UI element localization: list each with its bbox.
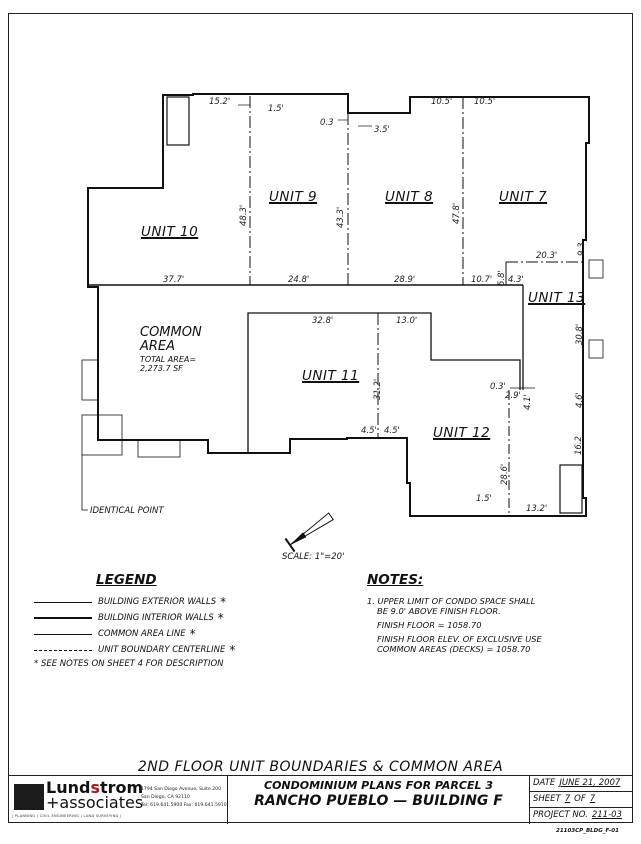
unit-12-label: UNIT 12 (433, 425, 491, 441)
dim-label-vertical: 43.3' (336, 206, 346, 228)
dim-label-vertical: 30.8' (575, 323, 585, 345)
legend-item-interior-walls: BUILDING INTERIOR WALLS* (34, 611, 224, 625)
deck-right-2 (588, 339, 604, 359)
dim-label: 0.3 (320, 118, 334, 128)
identical-point-label: IDENTICAL POINT (90, 506, 164, 516)
dim-label: 24.8' (288, 275, 310, 285)
unit-13-label: UNIT 13 (528, 290, 586, 306)
legend-title: LEGEND (96, 572, 157, 588)
drawing-sheet-border (8, 13, 633, 823)
dim-label: 10.5' (431, 97, 453, 107)
file-code: 21103CP_BLDG_F-01 (556, 828, 619, 834)
exterior-wall-upper (87, 93, 590, 517)
deck-left-1 (81, 359, 99, 401)
common-area-total: TOTAL AREA= 2,273.7 SF (140, 355, 197, 373)
dim-label: 0.3' (490, 382, 506, 392)
page-title: 2ND FLOOR UNIT BOUNDARIES & COMMON AREA (137, 759, 504, 775)
dim-label: 4.3' (508, 275, 524, 285)
dim-label: 3.5' (374, 125, 390, 135)
dim-label: 2.9' (505, 391, 521, 401)
firm-logo-block: Lundstrom +associates | PLANNING | CIVIL… (8, 776, 228, 824)
unit-7-label: UNIT 7 (499, 189, 548, 205)
dim-label: 10.5' (474, 97, 496, 107)
unit-8-label: UNIT 8 (385, 189, 434, 205)
dim-label: 28.9' (394, 275, 416, 285)
scale-label: SCALE: 1"=20' (282, 552, 345, 562)
firm-tagline: | PLANNING | CIVIL ENGINEERING | LAND SU… (12, 814, 122, 818)
north-arrow-icon (284, 512, 334, 553)
legend-item-exterior-walls: BUILDING EXTERIOR WALLS* (34, 595, 226, 609)
identical-point-leader (81, 455, 88, 511)
dim-label: 1.5' (268, 104, 284, 114)
legend-item-unit-boundary: UNIT BOUNDARY CENTERLINE* (34, 643, 235, 657)
dim-label-vertical: 48.3' (239, 204, 249, 226)
stair-lower-right (559, 464, 583, 514)
legend-footnote: * SEE NOTES ON SHEET 4 FOR DESCRIPTION (34, 659, 224, 669)
dim-label-vertical: 4.1' (523, 394, 533, 410)
dim-label-vertical: 31.2' (373, 378, 383, 400)
dim-label: 10.7' (471, 275, 493, 285)
title-block: Lundstrom +associates | PLANNING | CIVIL… (8, 775, 633, 824)
stair-upper-left (166, 96, 190, 146)
common-area-title: COMMON AREA (140, 325, 202, 354)
dashdot-line-swatch (34, 649, 92, 651)
dim-label: 13.2' (526, 504, 548, 514)
legend-item-common-area-line: COMMON AREA LINE* (34, 627, 196, 641)
thin-line-swatch (34, 601, 92, 603)
dim-label: 4.5' (361, 426, 377, 436)
dim-label-vertical: 4.6' (575, 392, 585, 408)
project-no-row: PROJECT NO.211-03 (533, 810, 622, 820)
firm-address: 1794 San Diego Avenue, Suite 200 San Die… (141, 787, 227, 808)
dim-label: 20.3' (536, 251, 558, 261)
deck-right-1 (588, 259, 604, 279)
dim-label-vertical: 9.3 (577, 242, 587, 256)
unit-10-label: UNIT 10 (141, 224, 199, 240)
project-title-block: CONDOMINIUM PLANS FOR PARCEL 3 RANCHO PU… (228, 776, 530, 824)
dim-label: 13.0' (396, 316, 418, 326)
dim-label: 1.5' (476, 494, 492, 504)
notes-title: NOTES: (367, 572, 424, 588)
dim-label: 32.8' (312, 316, 334, 326)
dim-label: 37.7' (163, 275, 185, 285)
unit-9-label: UNIT 9 (269, 189, 318, 205)
dim-label: 4.5' (384, 426, 400, 436)
medium-line-swatch (34, 633, 92, 635)
project-subtitle: CONDOMINIUM PLANS FOR PARCEL 3 (264, 779, 493, 792)
dim-label-vertical: 28.6' (500, 463, 510, 485)
unit-11-label: UNIT 11 (302, 368, 360, 384)
dim-label-vertical: 47.8' (452, 202, 462, 224)
thick-line-swatch (34, 617, 92, 619)
dim-label-vertical: 16.2 (574, 436, 584, 455)
deck-left-3 (137, 439, 181, 458)
firm-name-sub: +associates (46, 793, 144, 812)
project-title: RANCHO PUEBLO — BUILDING F (254, 793, 503, 809)
unit-11-boundary (247, 312, 521, 453)
dim-label-vertical: 5.8' (497, 270, 507, 286)
deck-left-2 (81, 414, 123, 456)
firm-logo-icon (14, 784, 44, 810)
dim-label: 15.2' (209, 97, 231, 107)
firm-name: Lundstrom (46, 778, 144, 797)
